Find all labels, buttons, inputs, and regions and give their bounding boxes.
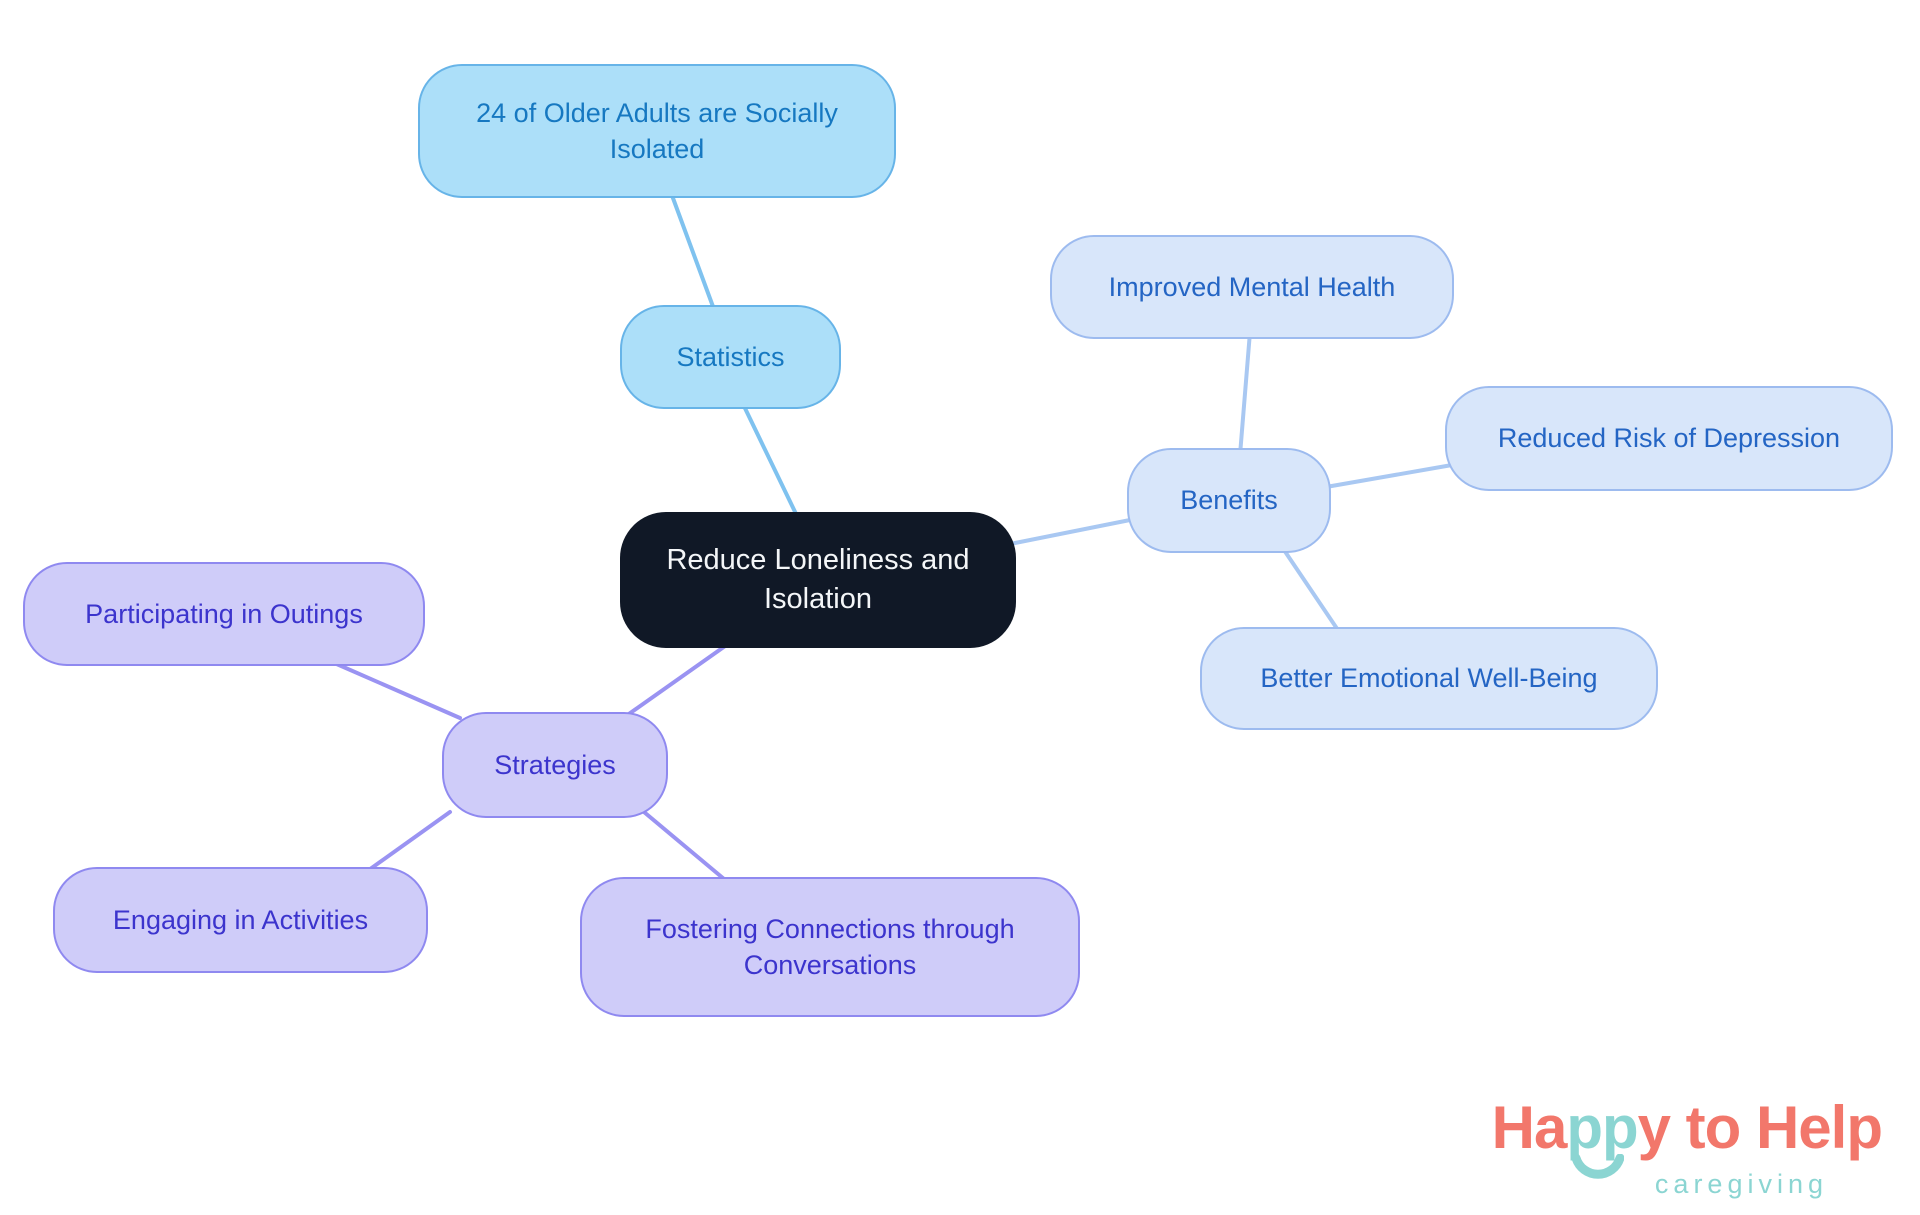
logo-text-part1: Ha	[1491, 1094, 1568, 1161]
edge-benefits-to-mental-health	[1238, 330, 1252, 457]
node-better-emotional-wellbeing: Better Emotional Well-Being	[1200, 627, 1658, 730]
node-fostering-connections: Fostering Connections through Conversati…	[580, 877, 1080, 1017]
node-strategies: Strategies	[442, 712, 668, 818]
edge-central-to-benefits	[1008, 516, 1142, 546]
logo-text-part2: pp	[1566, 1094, 1638, 1161]
edge-benefits-to-wellbeing	[1282, 548, 1348, 644]
smile-icon	[1572, 1154, 1625, 1179]
edge-strategies-to-conversations	[642, 810, 732, 886]
edge-strategies-to-outings	[330, 660, 462, 720]
node-improved-mental-health: Improved Mental Health	[1050, 235, 1454, 339]
node-reduced-risk-depression: Reduced Risk of Depression	[1445, 386, 1893, 491]
edge-central-to-statistics	[740, 400, 800, 520]
logo-text-part3: y to Help	[1637, 1094, 1883, 1161]
logo-wordmark: Happ y to Help	[1412, 1094, 1883, 1179]
happy-to-help-logo: Happ y to Help caregiving	[1412, 1094, 1883, 1200]
edge-strategies-to-activities	[364, 810, 452, 874]
logo-pp-face: pp	[1566, 1094, 1639, 1179]
node-engaging-activities: Engaging in Activities	[53, 867, 428, 973]
node-statistics: Statistics	[620, 305, 841, 409]
node-benefits: Benefits	[1127, 448, 1331, 553]
node-participating-outings: Participating in Outings	[23, 562, 425, 666]
node-socially-isolated-stat: 24 of Older Adults are Socially Isolated	[418, 64, 896, 198]
logo-subtitle: caregiving	[1654, 1169, 1828, 1199]
node-central: Reduce Loneliness and Isolation	[620, 512, 1016, 648]
edge-benefits-to-depression	[1324, 463, 1454, 489]
edge-central-to-strategies	[624, 642, 730, 718]
edge-statistics-to-stat	[668, 188, 717, 314]
